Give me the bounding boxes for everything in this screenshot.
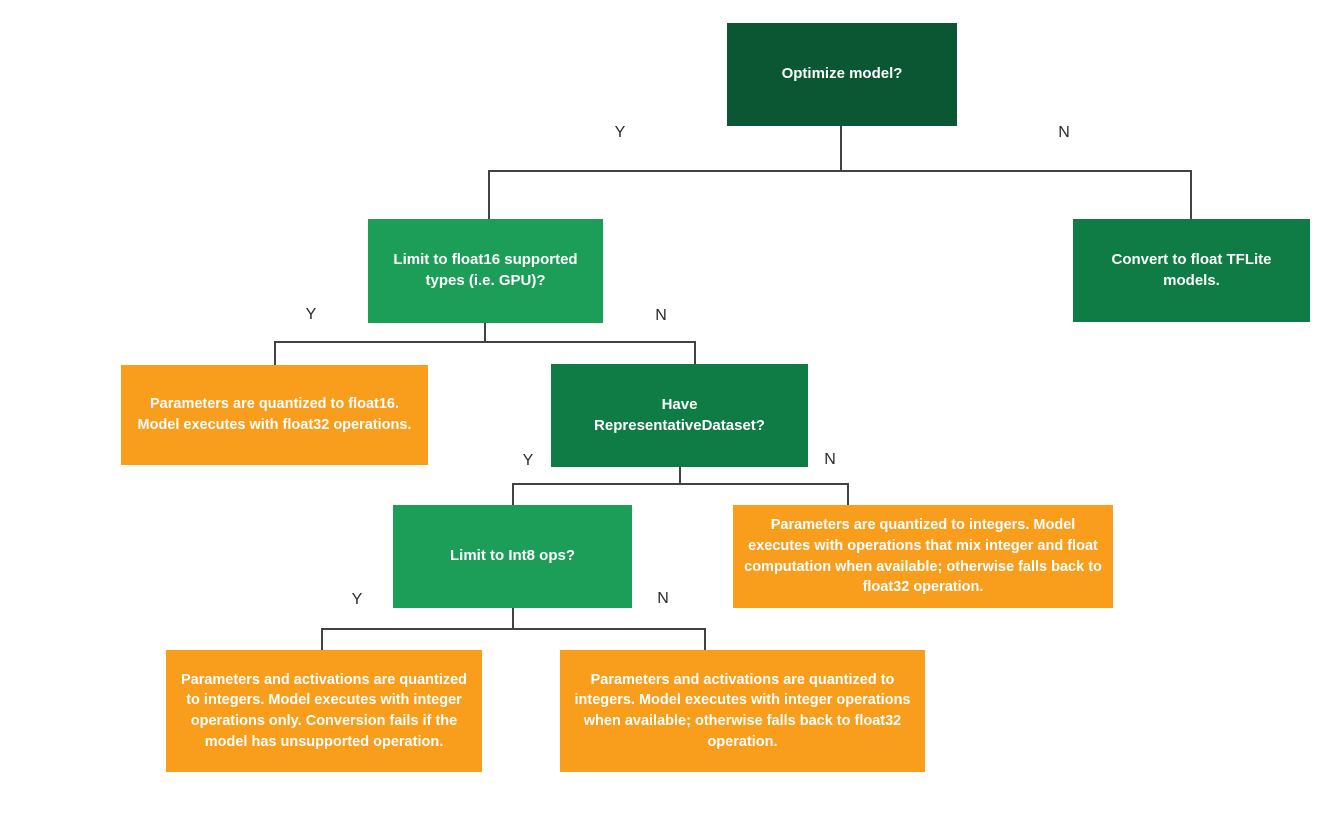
node-optimize-model: Optimize model? <box>727 23 957 126</box>
connector-level1-drop-yes <box>488 170 490 219</box>
node-limit-int8-ops: Limit to Int8 ops? <box>393 505 632 608</box>
branch-label-yes-optimize: Y <box>614 124 626 141</box>
connector-level4-horizontal <box>321 628 706 630</box>
connector-level3-drop-yes <box>512 483 514 505</box>
branch-label-yes-repdataset: Y <box>522 452 534 469</box>
branch-label-yes-int8: Y <box>351 591 363 608</box>
connector-level1-horizontal <box>488 170 1192 172</box>
node-convert-float-tflite: Convert to float TFLite models. <box>1073 219 1310 322</box>
node-limit-float16: Limit to float16 supported types (i.e. G… <box>368 219 603 323</box>
branch-label-no-float16: N <box>655 307 667 324</box>
node-result-int8-fallback: Parameters and activations are quantized… <box>560 650 925 772</box>
connector-float16-stem <box>484 323 486 342</box>
connector-level2-drop-no <box>694 341 696 364</box>
connector-level3-drop-no <box>847 483 849 505</box>
branch-label-no-repdataset: N <box>824 451 836 468</box>
node-result-mixed-integer-float: Parameters are quantized to integers. Mo… <box>733 505 1113 608</box>
node-result-float16-quantized: Parameters are quantized to float16. Mod… <box>121 365 428 465</box>
node-result-int8-only: Parameters and activations are quantized… <box>166 650 482 772</box>
branch-label-yes-float16: Y <box>305 306 317 323</box>
connector-level2-horizontal <box>274 341 696 343</box>
connector-level2-drop-yes <box>274 341 276 365</box>
connector-level3-horizontal <box>512 483 849 485</box>
node-have-representative-dataset: Have RepresentativeDataset? <box>551 364 808 467</box>
connector-level4-drop-yes <box>321 628 323 650</box>
connector-repdataset-stem <box>679 467 681 484</box>
branch-label-no-optimize: N <box>1058 124 1070 141</box>
connector-level4-drop-no <box>704 628 706 650</box>
connector-optimize-stem <box>840 126 842 171</box>
connector-level1-drop-no <box>1190 170 1192 219</box>
connector-int8-stem <box>512 608 514 629</box>
branch-label-no-int8: N <box>657 590 669 607</box>
